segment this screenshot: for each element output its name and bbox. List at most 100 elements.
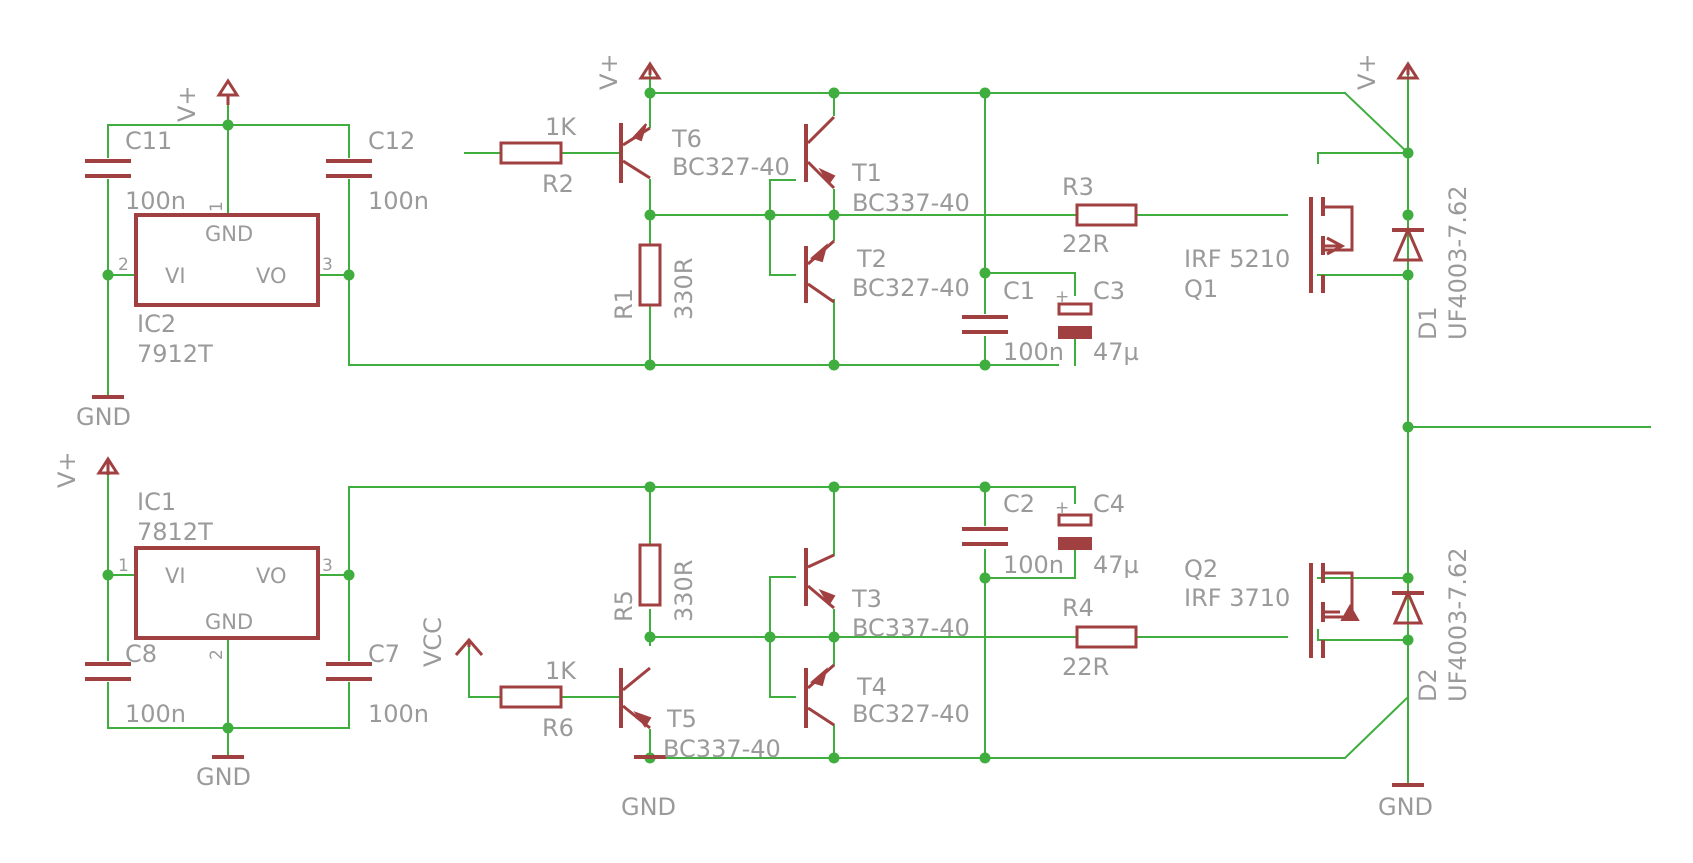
svg-text:C7: C7 xyxy=(368,640,400,668)
svg-text:VI: VI xyxy=(165,264,186,288)
capacitor-c11: C11 100n xyxy=(85,127,186,215)
svg-text:22R: 22R xyxy=(1062,653,1109,681)
svg-text:R1: R1 xyxy=(610,288,638,320)
svg-text:GND: GND xyxy=(621,793,676,821)
svg-text:7912T: 7912T xyxy=(137,340,213,368)
svg-text:UF4003-7.62: UF4003-7.62 xyxy=(1444,547,1472,702)
svg-text:BC337-40: BC337-40 xyxy=(663,735,781,763)
svg-text:330R: 330R xyxy=(670,258,698,320)
svg-text:100n: 100n xyxy=(125,700,186,728)
svg-text:C3: C3 xyxy=(1093,277,1125,305)
diode-d2: D2 UF4003-7.62 xyxy=(1392,547,1472,702)
svg-text:IRF 3710: IRF 3710 xyxy=(1184,584,1290,612)
capacitor-c4: + C4 47µ xyxy=(1055,490,1139,579)
svg-text:BC327-40: BC327-40 xyxy=(852,274,970,302)
svg-text:100n: 100n xyxy=(125,187,186,215)
svg-text:2: 2 xyxy=(207,649,227,660)
svg-text:C2: C2 xyxy=(1003,490,1035,518)
svg-text:C12: C12 xyxy=(368,127,415,155)
svg-text:V+: V+ xyxy=(595,53,623,90)
svg-text:R5: R5 xyxy=(610,590,638,622)
ic1-regulator: VI VO GND 1 2 3 IC1 7812T xyxy=(118,488,333,660)
svg-text:22R: 22R xyxy=(1062,230,1109,258)
svg-text:R4: R4 xyxy=(1062,594,1094,622)
capacitor-c8: C8 100n xyxy=(85,640,186,728)
svg-text:1K: 1K xyxy=(545,657,577,685)
svg-text:100n: 100n xyxy=(368,187,429,215)
svg-text:V+: V+ xyxy=(1353,53,1381,90)
svg-text:VCC: VCC xyxy=(419,617,447,667)
gnd-symbol-ic1: GND xyxy=(196,755,251,791)
gnd-symbol-d2: GND xyxy=(1378,783,1433,821)
svg-text:330R: 330R xyxy=(670,560,698,622)
svg-text:R3: R3 xyxy=(1062,173,1094,201)
svg-text:1: 1 xyxy=(118,556,129,576)
svg-text:GND: GND xyxy=(205,610,253,634)
svg-text:C4: C4 xyxy=(1093,490,1125,518)
svg-text:1: 1 xyxy=(207,201,227,212)
svg-text:BC337-40: BC337-40 xyxy=(852,614,970,642)
svg-text:D1: D1 xyxy=(1414,306,1442,340)
resistor-r1: R1 330R xyxy=(610,243,698,320)
svg-text:100n: 100n xyxy=(1003,338,1064,366)
svg-text:IRF 5210: IRF 5210 xyxy=(1184,245,1290,273)
svg-text:3: 3 xyxy=(322,556,333,576)
svg-text:VI: VI xyxy=(165,564,186,588)
transistor-t4: T4 BC327-40 xyxy=(804,663,970,728)
transistor-t5: T5 BC337-40 xyxy=(619,666,781,763)
svg-text:+: + xyxy=(1055,287,1069,307)
resistor-r6: 1K R6 xyxy=(499,657,577,742)
svg-text:47µ: 47µ xyxy=(1093,338,1139,366)
svg-text:100n: 100n xyxy=(368,700,429,728)
capacitor-c7: C7 100n xyxy=(326,640,429,728)
svg-text:T5: T5 xyxy=(666,705,697,733)
svg-text:GND: GND xyxy=(196,763,251,791)
svg-text:3: 3 xyxy=(322,255,333,275)
svg-text:V+: V+ xyxy=(173,85,201,122)
gnd-symbol-t5: GND xyxy=(621,755,676,821)
junctions xyxy=(102,87,1414,764)
svg-text:100n: 100n xyxy=(1003,551,1064,579)
svg-text:GND: GND xyxy=(76,403,131,431)
vplus-symbol-ic1: V+ xyxy=(53,451,120,488)
svg-text:T2: T2 xyxy=(856,245,887,273)
svg-text:T4: T4 xyxy=(856,673,887,701)
svg-text:C8: C8 xyxy=(125,640,157,668)
ic2-regulator: GND VI VO 1 2 3 IC2 7912T xyxy=(118,201,333,368)
resistor-r5: R5 330R xyxy=(610,543,698,622)
svg-text:R2: R2 xyxy=(542,170,574,198)
svg-text:1K: 1K xyxy=(545,113,577,141)
svg-text:BC327-40: BC327-40 xyxy=(672,153,790,181)
svg-text:D2: D2 xyxy=(1414,668,1442,702)
resistor-r2: 1K R2 xyxy=(499,113,577,198)
svg-text:Q2: Q2 xyxy=(1184,555,1218,583)
diode-d1: D1 UF4003-7.62 xyxy=(1392,185,1472,340)
capacitor-c2: C2 100n xyxy=(962,490,1064,579)
svg-text:T6: T6 xyxy=(671,125,702,153)
svg-text:V+: V+ xyxy=(53,451,81,488)
svg-text:C1: C1 xyxy=(1003,277,1035,305)
transistor-t6: T6 BC327-40 xyxy=(619,123,790,183)
svg-text:VO: VO xyxy=(256,264,287,288)
vcc-symbol: VCC xyxy=(419,617,484,667)
svg-text:GND: GND xyxy=(205,222,253,246)
svg-text:C11: C11 xyxy=(125,127,172,155)
capacitor-c3: + C3 47µ xyxy=(1055,277,1139,366)
wires xyxy=(107,74,1651,784)
mosfet-q2: Q2 IRF 3710 xyxy=(1184,555,1360,658)
capacitor-c1: C1 100n xyxy=(962,277,1064,366)
gnd-symbol-ic2: GND xyxy=(76,395,131,431)
svg-text:R6: R6 xyxy=(542,714,574,742)
svg-text:T3: T3 xyxy=(851,585,882,613)
svg-text:7812T: 7812T xyxy=(137,518,213,546)
svg-text:BC327-40: BC327-40 xyxy=(852,700,970,728)
svg-text:2: 2 xyxy=(118,255,129,275)
svg-text:T1: T1 xyxy=(851,159,882,187)
svg-text:IC2: IC2 xyxy=(137,310,176,338)
resistor-r3: R3 22R xyxy=(1062,173,1138,258)
svg-text:47µ: 47µ xyxy=(1093,551,1139,579)
resistor-r4: R4 22R xyxy=(1062,594,1138,681)
svg-text:Q1: Q1 xyxy=(1184,275,1218,303)
svg-text:+: + xyxy=(1055,498,1069,518)
